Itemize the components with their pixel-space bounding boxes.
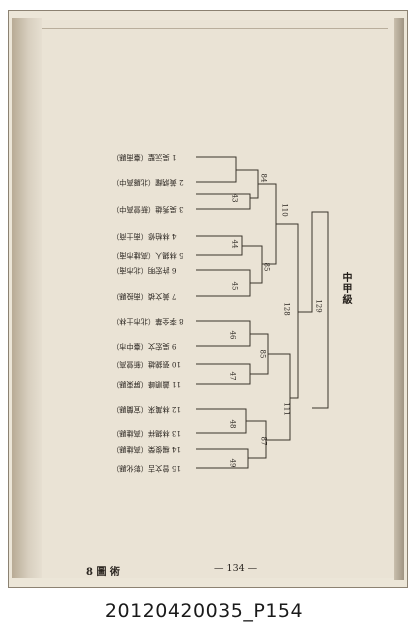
entry-8: 8 李全華（北市士林） bbox=[112, 317, 184, 326]
match-number: 44 bbox=[230, 239, 239, 249]
match-number: 129 bbox=[314, 299, 323, 313]
entry-7: 7 黃文禎（南投縣） bbox=[112, 292, 177, 301]
entry-seed: 14 bbox=[171, 445, 182, 454]
match-number: 128 bbox=[282, 302, 291, 316]
entry-9: 9 吳宏文（臺中市） bbox=[112, 342, 177, 351]
entry-unit: 彰化縣 bbox=[119, 464, 141, 473]
book-page bbox=[42, 20, 394, 578]
entry-3: 3 吳秀雄（新營高中） bbox=[112, 205, 184, 214]
footer-section-label: 8 圖 術 bbox=[86, 567, 120, 578]
page-edge bbox=[394, 18, 404, 580]
match-number: 111 bbox=[282, 402, 291, 416]
entry-name: 黃炳耀 bbox=[155, 178, 177, 187]
match-number: 85 bbox=[262, 262, 271, 272]
entry-seed: 1 bbox=[171, 153, 177, 162]
entry-seed: 6 bbox=[171, 266, 177, 275]
match-number: 85 bbox=[258, 349, 267, 359]
top-rule bbox=[42, 28, 388, 29]
entry-name: 林柏修 bbox=[147, 232, 170, 241]
entry-unit: 宜蘭縣 bbox=[119, 405, 141, 414]
entry-unit: 臺南縣 bbox=[119, 153, 141, 162]
entry-name: 黃文禎 bbox=[147, 292, 170, 301]
match-number: 87 bbox=[259, 436, 268, 446]
entry-seed: 13 bbox=[171, 429, 182, 438]
entry-name: 蕭順峰 bbox=[147, 380, 170, 389]
entry-seed: 5 bbox=[179, 251, 184, 260]
entry-name: 張錦雄 bbox=[147, 360, 170, 369]
entry-unit: 新營高 bbox=[119, 360, 141, 369]
entry-unit: 北市士林 bbox=[119, 317, 148, 326]
book-spine-shadow bbox=[12, 18, 42, 578]
entry-name: 李全華 bbox=[155, 317, 177, 326]
match-number: 48 bbox=[228, 419, 237, 429]
entry-2: 2 黃炳耀（北縣高中） bbox=[112, 178, 184, 187]
entry-seed: 10 bbox=[171, 360, 182, 369]
entry-unit: 臺中市 bbox=[119, 342, 141, 351]
entry-name: 林錫祥 bbox=[147, 429, 170, 438]
entry-seed: 12 bbox=[171, 405, 182, 414]
entry-seed: 7 bbox=[171, 292, 177, 301]
entry-15: 15 曾文吉（彰化縣） bbox=[112, 464, 182, 473]
entry-unit: 高雄縣 bbox=[119, 429, 141, 438]
entry-seed: 8 bbox=[179, 317, 184, 326]
division-title: 中甲級 bbox=[340, 272, 351, 305]
entry-name: 曾文吉 bbox=[147, 464, 170, 473]
entry-4: 4 林柏修（南士商） bbox=[112, 232, 177, 241]
entry-name: 吳宏文 bbox=[147, 342, 170, 351]
entry-unit: 屏東縣 bbox=[119, 380, 141, 389]
entry-seed: 9 bbox=[171, 342, 177, 351]
entry-unit: 北市南 bbox=[119, 266, 141, 275]
entry-unit: 北縣高中 bbox=[119, 178, 148, 187]
match-number: 46 bbox=[228, 330, 237, 340]
entry-unit: 高雄市南 bbox=[119, 251, 148, 260]
catalog-id: 20120420035_P154 bbox=[104, 600, 304, 622]
entry-seed: 2 bbox=[179, 178, 184, 187]
page-number: — 134 — bbox=[214, 563, 258, 574]
match-number: 49 bbox=[228, 458, 237, 468]
entry-seed: 4 bbox=[171, 232, 177, 241]
entry-name: 楊俊榮 bbox=[147, 445, 170, 454]
match-number: 45 bbox=[230, 281, 239, 291]
entry-unit: 高雄縣 bbox=[119, 445, 141, 454]
entry-name: 吳沅聖 bbox=[147, 153, 170, 162]
match-number: 43 bbox=[230, 193, 239, 203]
entry-seed: 11 bbox=[171, 380, 182, 389]
entry-seed: 15 bbox=[171, 464, 182, 473]
entry-1: 1 吳沅聖（臺南縣） bbox=[112, 153, 177, 162]
entry-6: 6 許宏明（北市南） bbox=[112, 266, 177, 275]
match-number: 84 bbox=[259, 173, 268, 183]
entry-name: 林萬來 bbox=[147, 405, 170, 414]
entry-unit: 南士商 bbox=[119, 232, 141, 241]
entry-unit: 南投縣 bbox=[119, 292, 141, 301]
entry-name: 林錫人 bbox=[155, 251, 177, 260]
entry-12: 12 林萬來（宜蘭縣） bbox=[112, 405, 182, 414]
entry-name: 吳秀雄 bbox=[155, 205, 177, 214]
entry-5: 5 林錫人（高雄市南） bbox=[112, 251, 184, 260]
match-number: 47 bbox=[228, 371, 237, 381]
entry-10: 10 張錦雄（新營高） bbox=[112, 360, 182, 369]
match-number: 110 bbox=[280, 203, 289, 217]
entry-seed: 3 bbox=[179, 205, 184, 214]
entry-name: 許宏明 bbox=[147, 266, 170, 275]
entry-unit: 新營高中 bbox=[119, 205, 148, 214]
entry-14: 14 楊俊榮（高雄縣） bbox=[112, 445, 182, 454]
entry-13: 13 林錫祥（高雄縣） bbox=[112, 429, 182, 438]
entry-11: 11 蕭順峰（屏東縣） bbox=[112, 380, 182, 389]
